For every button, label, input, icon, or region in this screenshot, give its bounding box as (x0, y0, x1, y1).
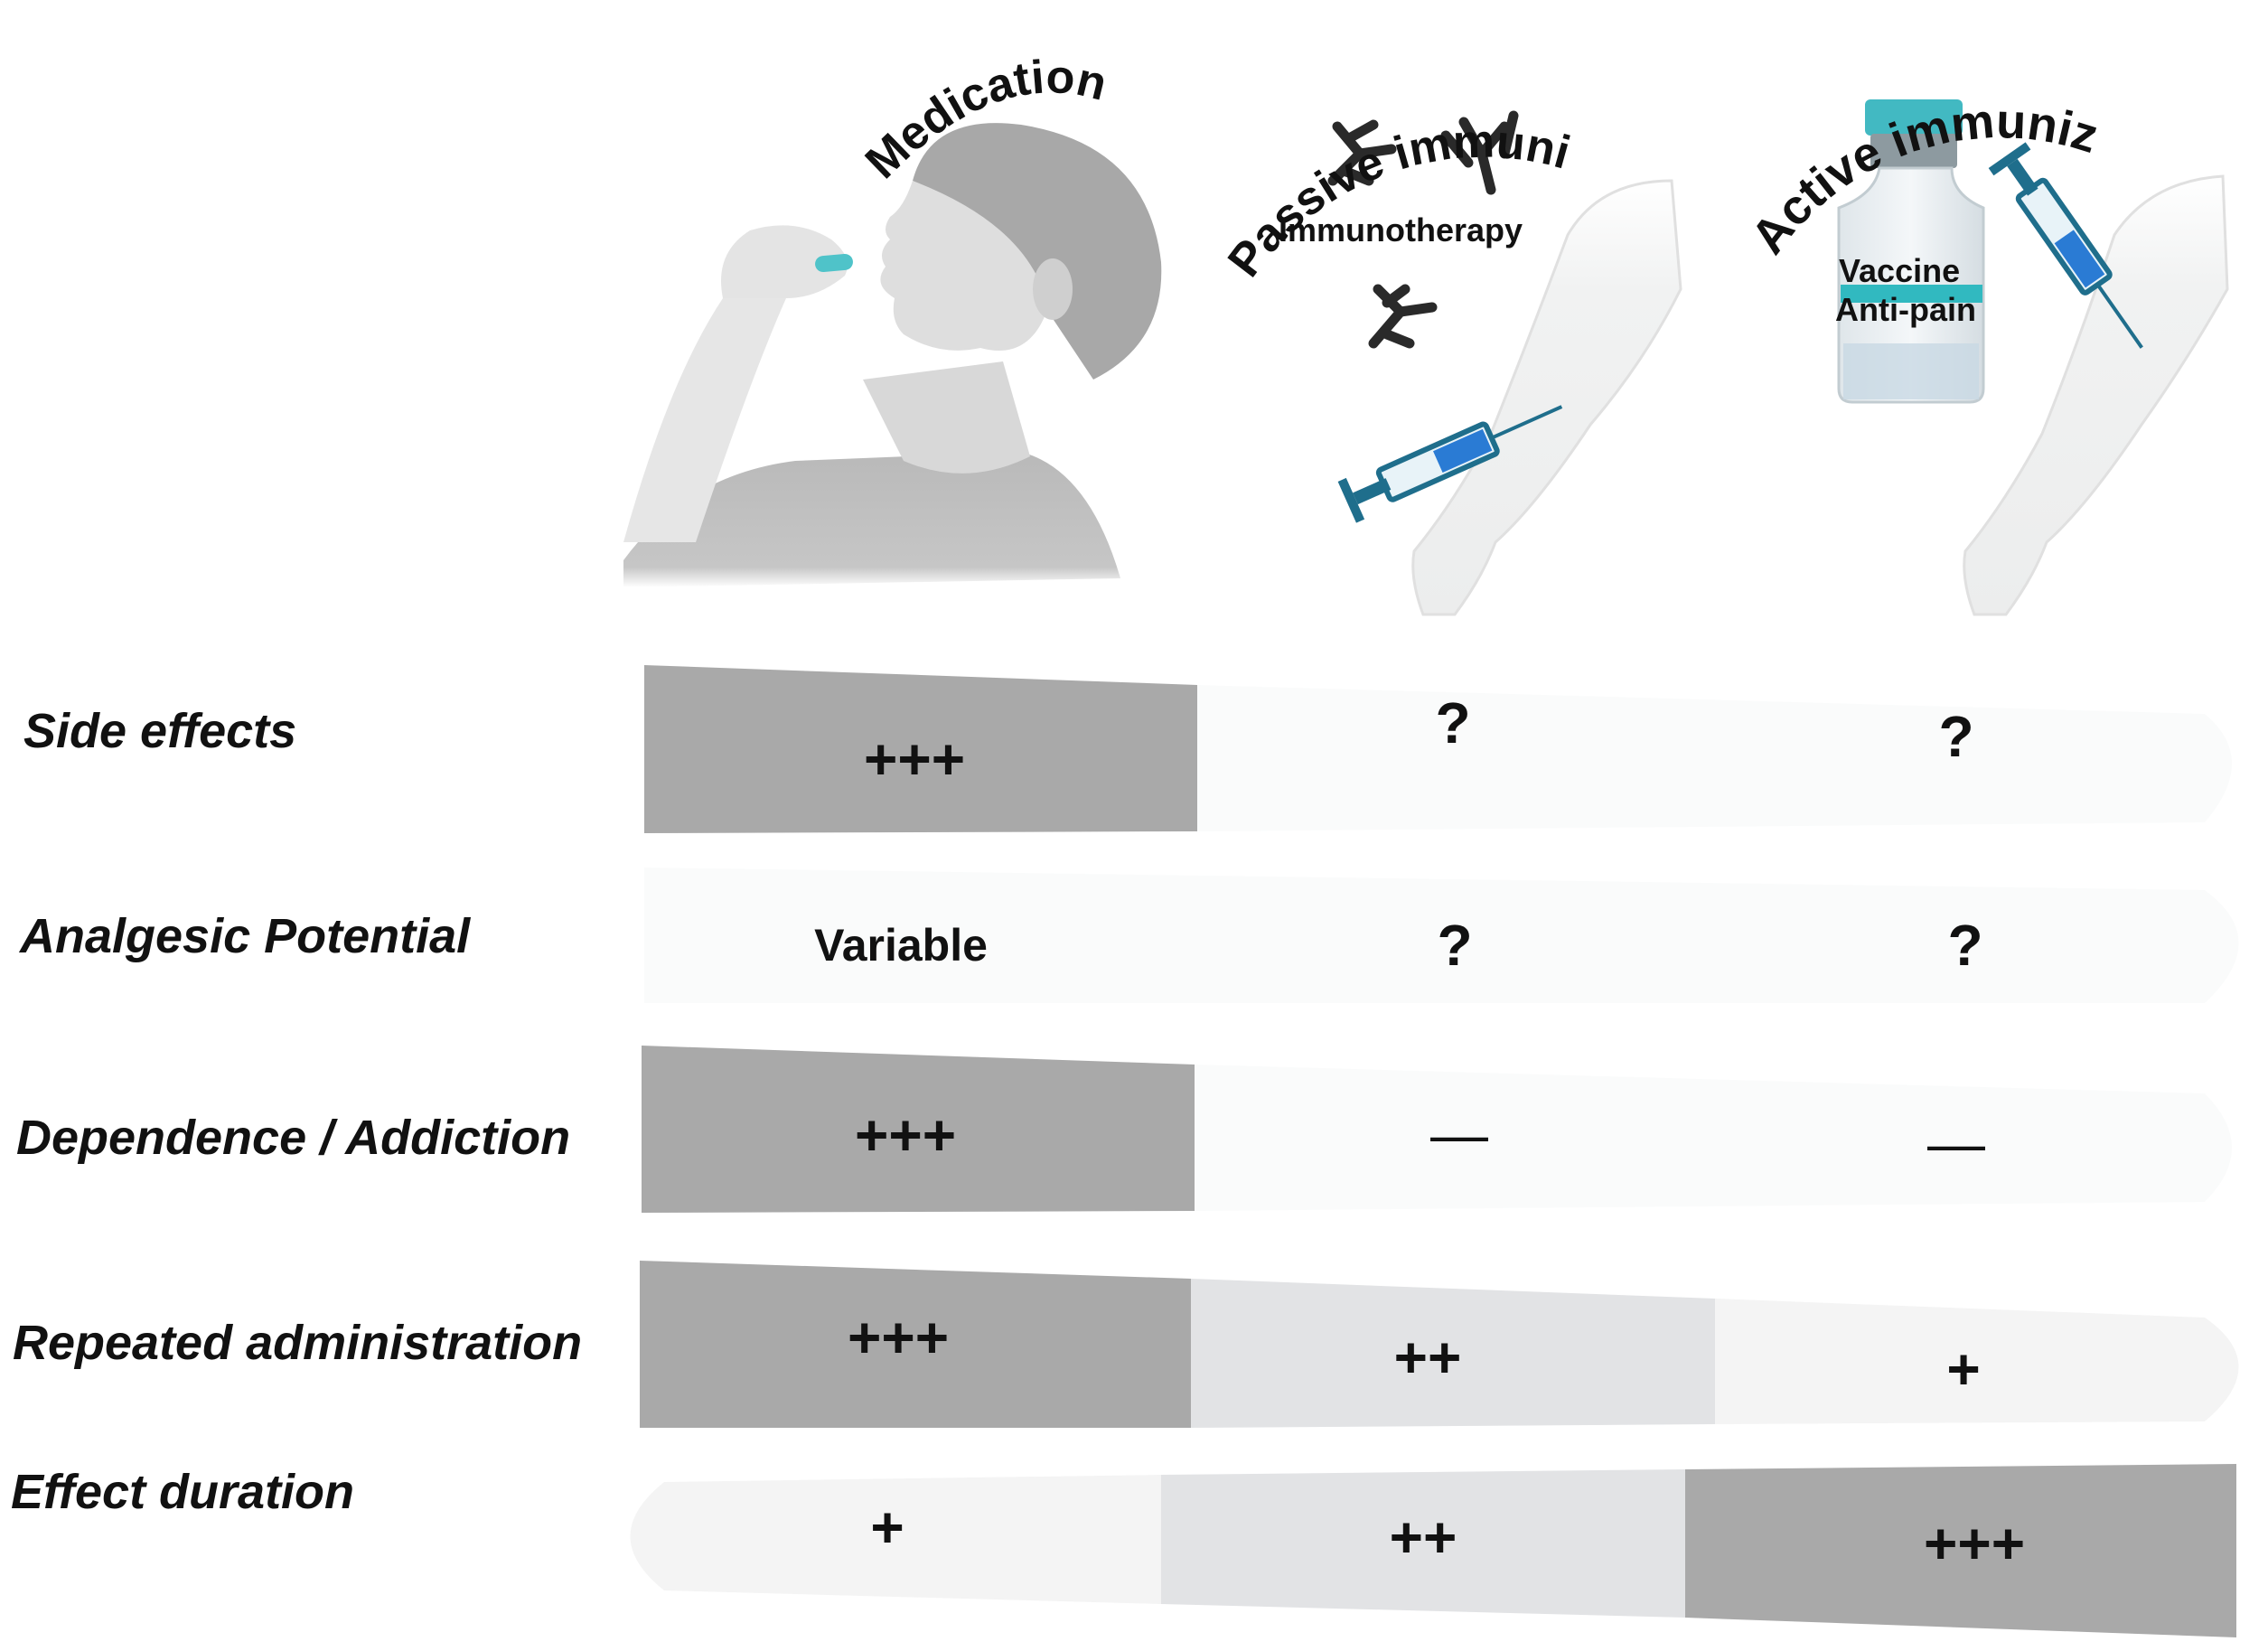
cell-side-effects-passive: ? (1435, 690, 1471, 755)
immunotherapy-label: Immunotherapy (1279, 211, 1523, 249)
cell-duration-passive: ++ (1389, 1505, 1457, 1570)
cell-dependence-passive: — (1430, 1102, 1488, 1167)
vial-label-vaccine: Vaccine (1839, 252, 1960, 289)
band-analgesic (644, 868, 2239, 1003)
cell-dependence-medication: +++ (854, 1102, 957, 1168)
cell-dependence-active: — (1927, 1111, 1985, 1176)
band-repeated-active (1715, 1299, 2239, 1424)
cell-side-effects-medication: +++ (863, 727, 966, 792)
cell-side-effects-active: ? (1938, 704, 1974, 769)
vial-label-anti-pain: Anti-pain (1835, 291, 1976, 328)
row-label-dependence: Dependence / Addiction (16, 1111, 571, 1165)
band-repeated-medication (640, 1261, 1191, 1428)
band-dependence-medication (642, 1046, 1195, 1213)
band-duration-medication (630, 1475, 1161, 1604)
band-duration-passive (1161, 1469, 1685, 1618)
cell-duration-medication: + (870, 1495, 904, 1560)
illustration-area: Medication Passive immunization (0, 0, 2229, 616)
band-repeated-passive (1191, 1279, 1715, 1428)
row-label-side-effects: Side effects (23, 704, 297, 758)
cell-repeated-active: + (1946, 1337, 1981, 1402)
antibody-icon (1327, 110, 1519, 349)
cell-repeated-medication: +++ (847, 1305, 950, 1370)
row-label-repeated-administration: Repeated administration (13, 1316, 583, 1370)
cell-analgesic-passive: ? (1437, 913, 1473, 978)
band-side-effects-medication (644, 665, 1197, 833)
cell-duration-active: +++ (1923, 1511, 2026, 1576)
row-label-analgesic-potential: Analgesic Potential (20, 909, 471, 963)
syringe-icon (1337, 405, 1563, 523)
syringe-icon (1988, 142, 2143, 349)
cell-analgesic-medication: Variable (814, 920, 988, 971)
cell-repeated-passive: ++ (1393, 1325, 1462, 1390)
vial-icon (1837, 99, 1985, 404)
band-dependence-immunization (1195, 1065, 2232, 1211)
row-label-effect-duration: Effect duration (11, 1465, 355, 1519)
band-side-effects-immunization (1197, 685, 2232, 831)
cell-analgesic-active: ? (1947, 913, 1983, 978)
band-duration-active (1685, 1464, 2236, 1637)
